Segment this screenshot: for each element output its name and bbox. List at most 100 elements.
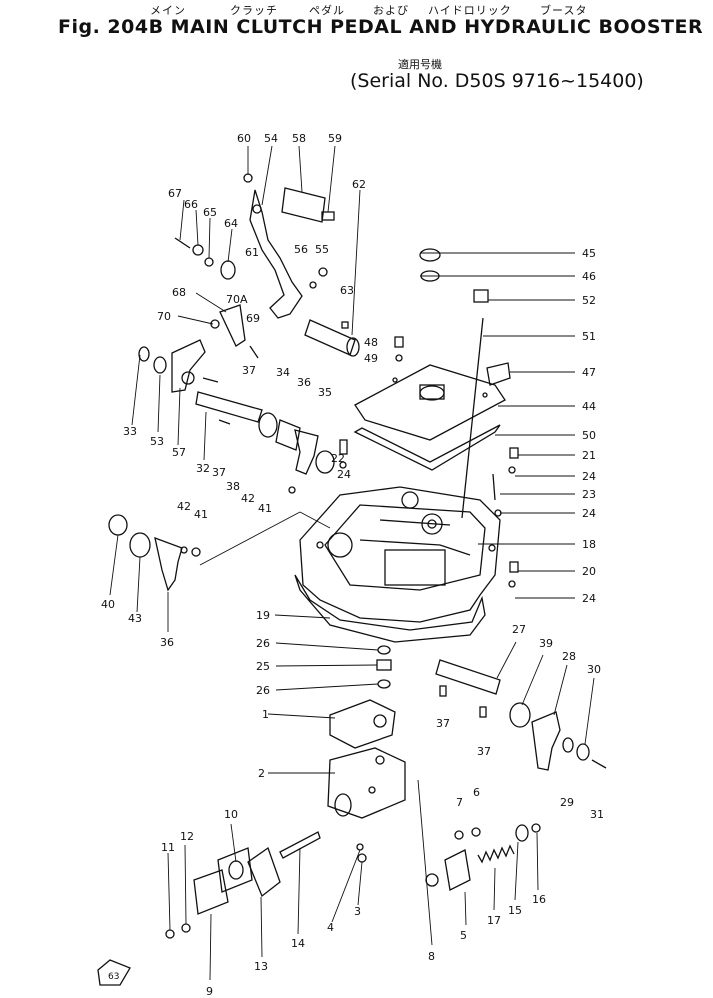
lever-57	[171, 339, 206, 393]
callout: 38	[226, 480, 240, 493]
callout: 19	[256, 609, 270, 622]
callout: 60	[237, 132, 251, 145]
callout: 39	[539, 637, 553, 650]
callout: 8	[428, 950, 435, 963]
o-ring-26-top	[377, 645, 391, 655]
end-cover-5	[444, 849, 471, 891]
callout: 36	[160, 636, 174, 649]
bolt-11	[165, 929, 175, 939]
washer-61	[252, 204, 262, 214]
washer-24a	[508, 466, 516, 474]
callout: 43	[128, 612, 142, 625]
lever-28	[531, 711, 561, 771]
lever-36-lower	[154, 536, 183, 592]
callout: 24	[582, 592, 596, 605]
callout: 14	[291, 937, 305, 950]
key-63	[341, 321, 349, 329]
title-jp-pedal: ペダル	[309, 4, 345, 17]
callout: 62	[352, 178, 366, 191]
callout: 70	[157, 310, 171, 323]
washer-56	[309, 281, 317, 289]
washer-29	[562, 737, 574, 753]
pin-67	[174, 237, 191, 249]
callout: 66	[184, 198, 198, 211]
callout: 2	[258, 767, 265, 780]
title-jp-clutch: クラッチ	[230, 4, 278, 17]
cotter-69	[249, 345, 259, 359]
callout: 18	[582, 538, 596, 551]
nut-41	[191, 547, 201, 557]
callout: 30	[587, 663, 601, 676]
callout: 44	[582, 400, 596, 413]
callout: 63	[340, 284, 354, 297]
bolt-48	[394, 336, 404, 348]
callout: 64	[224, 217, 238, 230]
serial-range: (Serial No. D50S 9716~15400)	[350, 70, 644, 92]
callout: 36	[297, 376, 311, 389]
title-jp-booster: ブースタ	[540, 4, 588, 17]
callout: 61	[245, 246, 259, 259]
nut-55	[318, 267, 328, 277]
bushing-34	[275, 419, 301, 451]
callout: 53	[150, 435, 164, 448]
oil-seal-38	[258, 412, 278, 438]
callout: 9	[206, 985, 213, 998]
callout: 56	[294, 243, 308, 256]
part-callouts: 60 54 58 59 67 66 65 64 62 56 55 61 63 6…	[101, 132, 604, 998]
top-cover-plate	[354, 364, 506, 441]
callout: 57	[172, 446, 186, 459]
callout: 55	[315, 243, 329, 256]
callout: 46	[582, 270, 596, 283]
callout: 51	[582, 330, 596, 343]
callout: 5	[460, 929, 467, 942]
callout: 4	[327, 921, 334, 934]
callout: 24	[582, 507, 596, 520]
callout: 26	[256, 684, 270, 697]
callout: 59	[328, 132, 342, 145]
callout: 37	[212, 466, 226, 479]
callout: 41	[194, 508, 208, 521]
serial-jp-label: 適用号機	[398, 58, 442, 71]
callout: 12	[180, 830, 194, 843]
callout: 1	[262, 708, 269, 721]
callout: 26	[256, 637, 270, 650]
callout: 32	[196, 462, 210, 475]
page-reference-number: 63	[108, 972, 119, 982]
nut-60	[243, 173, 253, 183]
o-ring-8	[425, 873, 439, 887]
callout: 3	[354, 905, 361, 918]
valve-gasket	[329, 699, 396, 749]
spring-17	[477, 844, 515, 864]
callout: 40	[101, 598, 115, 611]
bolt-22	[339, 439, 348, 455]
callout: 54	[264, 132, 278, 145]
callout: 48	[364, 336, 378, 349]
callout: 21	[582, 449, 596, 462]
housing-gasket	[294, 574, 486, 643]
page-reference-mark: 63	[97, 959, 131, 986]
callout: 33	[123, 425, 137, 438]
link-68	[219, 304, 246, 347]
output-shaft-27	[435, 659, 501, 695]
nut-6	[471, 827, 481, 837]
title-jp-and: および	[373, 4, 409, 17]
callout: 47	[582, 366, 596, 379]
pin-37c	[439, 685, 447, 697]
washer-12	[181, 923, 191, 933]
washer-49	[395, 354, 403, 362]
pin-37d	[479, 706, 487, 718]
cylinder-cover-10	[217, 847, 253, 893]
washer-40	[108, 514, 128, 536]
parts-artwork	[108, 173, 607, 939]
title-jp-hydraulic: ハイドロリック	[428, 4, 512, 17]
plug-25	[376, 659, 392, 671]
callout: 24	[337, 468, 351, 481]
pin-37b	[218, 419, 231, 425]
washer-24c	[508, 580, 516, 588]
washer-65	[204, 257, 214, 267]
bolt-7	[454, 830, 464, 840]
dipstick	[461, 317, 484, 519]
callout: 23	[582, 488, 596, 501]
filler-cap	[419, 248, 441, 262]
